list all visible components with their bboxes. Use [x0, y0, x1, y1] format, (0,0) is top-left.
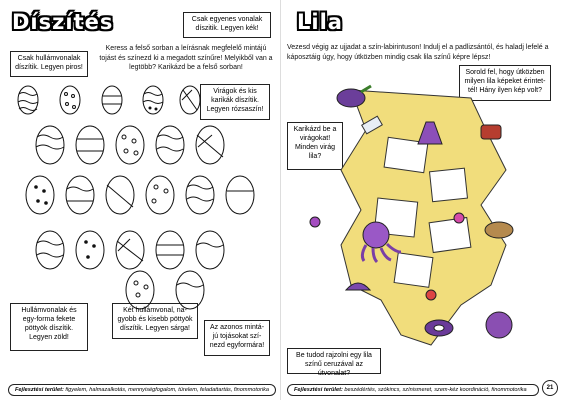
egg-icon: [75, 230, 105, 270]
right-page-title: Lila: [297, 10, 343, 34]
left-footer-text: figyelem, halmazalkotás, mennyiségfogalo…: [65, 387, 270, 393]
box-wavy-dots-green: Hullámvonalak és egy-forma fekete pöttyö…: [10, 303, 88, 351]
left-footer-label: Fejlesztési terület:: [15, 387, 64, 393]
right-page: Lila Vezesd végig az ujjadat a szín-labi…: [281, 0, 562, 400]
egg-icon: [75, 125, 105, 165]
box-wavy-lines-red: Csak hullámvonalak díszítik. Legyen piro…: [10, 51, 88, 77]
eggplant-stem-icon: [360, 84, 372, 94]
egg-icon: [59, 85, 81, 115]
hat-icon: [344, 282, 372, 291]
box-straight-lines-blue: Csak egyenes vonalak díszitik. Legyen ké…: [183, 12, 271, 38]
box-draw-route: Be tudod rajzolni egy lila színű ceruzáv…: [287, 348, 381, 377]
dress-icon: [417, 121, 443, 145]
egg-icon: [225, 175, 255, 215]
maze-hole: [428, 216, 472, 254]
egg-icon: [115, 125, 145, 165]
left-instruction: Keress a felső sorban a leírásnak megfel…: [99, 45, 273, 71]
telephone-icon: [480, 124, 502, 140]
egg-icon: [195, 125, 225, 165]
box-list-purple-items: Sorold fel, hogy útközben milyen lila ké…: [459, 65, 551, 101]
egg-icon: [155, 125, 185, 165]
egg-icon: [35, 125, 65, 165]
egg-icon: [115, 230, 145, 270]
maze-path: [340, 89, 507, 346]
egg-icon: [25, 175, 55, 215]
left-footer: Fejlesztési terület: figyelem, halmazalk…: [8, 384, 276, 396]
paper-roll-icon: [361, 115, 383, 135]
flower-icon: [309, 216, 321, 228]
maze-hole: [383, 136, 429, 174]
right-instruction: Vezesd végig az ujjadat a szín-labirintu…: [287, 44, 549, 61]
box-flowers-pink: Virágok és kis karikák díszítik. Legyen …: [200, 84, 270, 120]
egg-icon: [195, 230, 225, 270]
egg-icon: [185, 175, 215, 215]
right-footer: Fejlesztési terület: beszédértés, szókin…: [287, 384, 539, 396]
egg-icon: [155, 230, 185, 270]
color-maze: [309, 84, 514, 346]
octopus-icon: [362, 221, 390, 249]
maze-hole: [428, 167, 469, 203]
right-footer-label: Fejlesztési terület:: [294, 387, 343, 393]
egg-icon: [101, 85, 123, 115]
egg-icon: [142, 85, 164, 115]
left-page: Díszítés Csak egyenes vonalak díszitik. …: [8, 10, 276, 396]
octopus-tentacles-icon: [360, 242, 402, 264]
maze-hole: [393, 252, 434, 288]
cabbage-icon: [485, 311, 513, 339]
eggplant-icon: [336, 88, 366, 108]
right-footer-text: beszédértés, szókincs, színismeret, szem…: [344, 387, 527, 393]
top-egg-row: [17, 85, 201, 115]
box-two-waves-yellow: Két hullámvonal, na-gyobb és kisebb pött…: [112, 303, 198, 339]
flower-icon: [425, 289, 437, 301]
egg-icon: [17, 85, 39, 115]
egg-icon: [105, 175, 135, 215]
flower-icon: [453, 212, 465, 224]
egg-icon: [179, 85, 201, 115]
box-circle-flowers: Karikázd be a virágokat! Minden virág li…: [287, 122, 343, 170]
egg-icon: [175, 270, 205, 310]
left-page-title: Díszítés: [12, 10, 114, 34]
page-number: 21: [542, 380, 558, 396]
egg-icon: [35, 230, 65, 270]
egg-grid: [25, 125, 255, 310]
egg-icon: [125, 270, 155, 310]
egg-icon: [65, 175, 95, 215]
box-same-pattern: Az azonos mintá-jú tojásokat szí-nezd eg…: [204, 320, 270, 356]
basket-icon: [484, 221, 514, 239]
egg-icon: [145, 175, 175, 215]
